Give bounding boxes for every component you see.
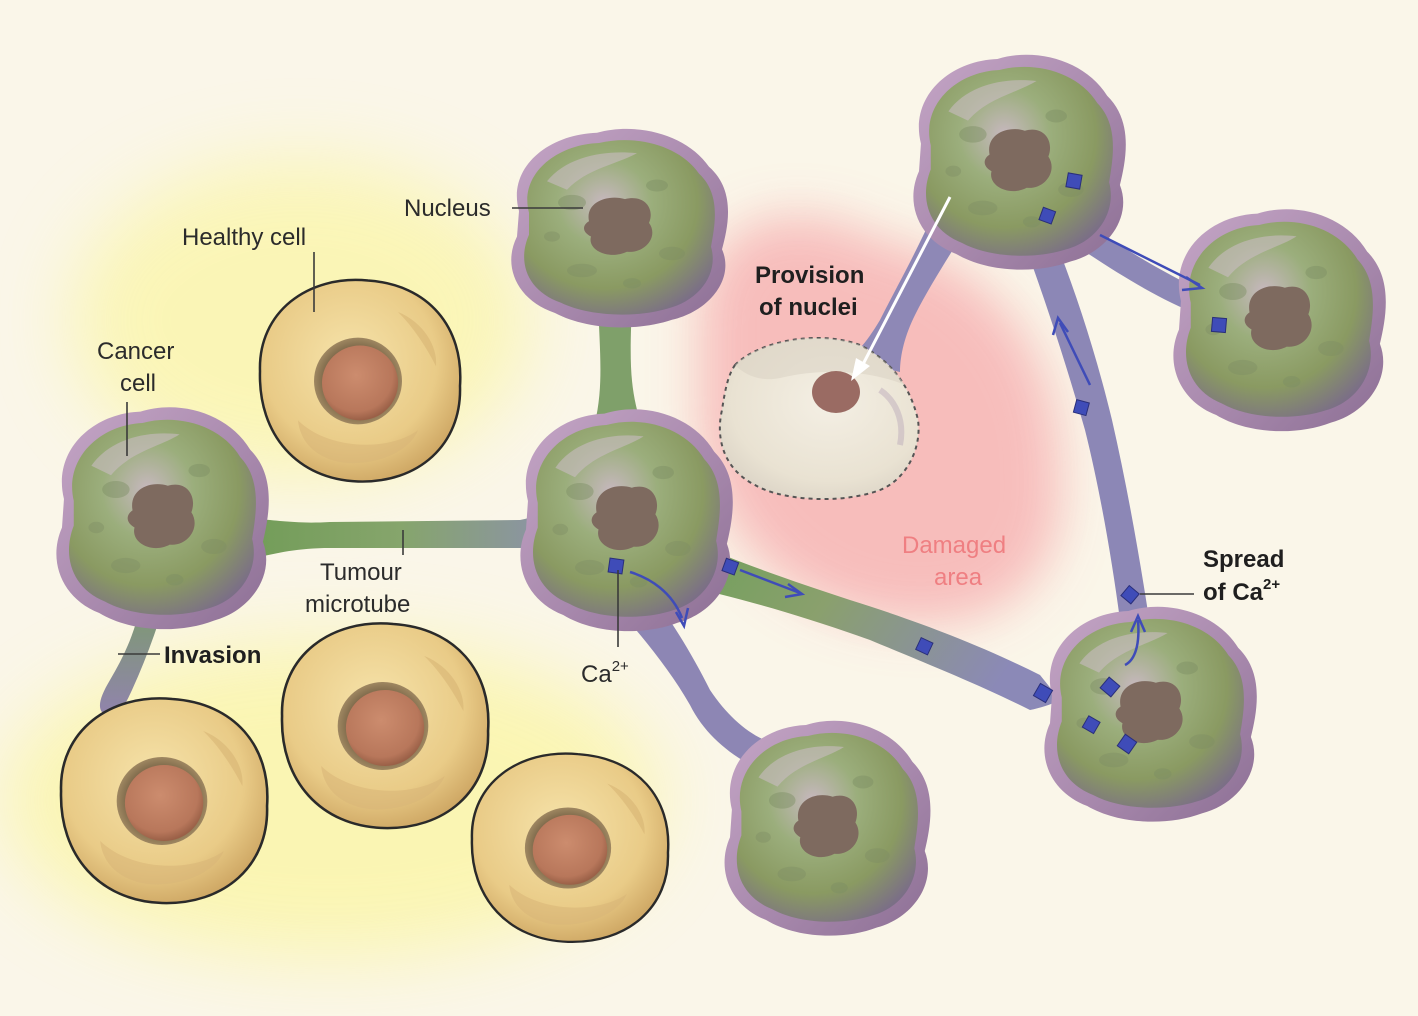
calcium-ion	[1116, 733, 1138, 755]
invasion-label: Invasion	[164, 642, 261, 669]
damaged-area-label-line2: area	[934, 564, 983, 591]
arrow-icon	[1124, 619, 1140, 667]
calcium-ion	[1072, 399, 1090, 417]
healthy-cell	[470, 752, 670, 944]
arrow-icon	[629, 570, 684, 619]
arrow-icon	[1099, 233, 1201, 287]
cancer-cell	[511, 128, 729, 328]
cancer-cell	[1044, 606, 1257, 822]
calcium-ion	[1210, 316, 1228, 334]
spread-label-line1: Spread	[1203, 546, 1284, 573]
arrow-icon	[739, 568, 801, 595]
calcium-ion	[1038, 206, 1057, 225]
cancer-cell	[1173, 209, 1386, 432]
calcium-ion	[1032, 682, 1054, 704]
healthy-cell	[280, 622, 490, 830]
provision-label-line1: Provision	[755, 262, 864, 289]
healthy-cell-label: Healthy cell	[182, 224, 306, 251]
spread-label-line2: of Ca2+	[1203, 576, 1280, 606]
leader-lines	[118, 207, 1194, 655]
cancer-cell-label-line2: cell	[120, 370, 156, 397]
nuclei-provision-arrow	[851, 196, 952, 381]
healthy-cell	[258, 278, 462, 483]
cancer-cell	[724, 720, 931, 936]
calcium-ion	[1081, 715, 1101, 735]
calcium-flow-arrows	[629, 233, 1206, 667]
calcium-ion	[1065, 172, 1083, 190]
nucleus-label: Nucleus	[404, 195, 491, 222]
arrow-icon	[1058, 322, 1092, 386]
calcium-ion	[1099, 676, 1121, 698]
labels: Nucleus Healthy cell Cancer cell Tumour …	[97, 195, 1284, 688]
provision-label-line2: of nuclei	[759, 294, 858, 321]
calcium-ion	[915, 636, 934, 656]
arrowhead-icon	[674, 607, 690, 630]
cancer-cell-label-line1: Cancer	[97, 338, 174, 365]
damaged-area-label-line1: Damaged	[902, 532, 1006, 559]
cancer-cell	[913, 54, 1126, 270]
calcium-ion	[721, 557, 740, 576]
calcium-ions	[607, 172, 1228, 755]
calcium-ion	[607, 557, 625, 575]
damaged-cell	[718, 336, 920, 501]
cancer-cell	[520, 409, 733, 632]
tumour-microtube-label-line1: Tumour	[320, 559, 402, 586]
healthy-cell	[59, 697, 269, 905]
arrowhead-icon	[1051, 315, 1070, 336]
calcium-ion	[1120, 584, 1140, 605]
arrowhead-icon	[784, 582, 806, 599]
calcium-label: Ca2+	[581, 658, 629, 688]
tumour-microtube-label-line2: microtube	[305, 591, 410, 618]
arrowhead-icon	[1129, 612, 1147, 633]
arrowhead-icon	[1181, 275, 1206, 292]
cancer-cell	[56, 407, 269, 630]
